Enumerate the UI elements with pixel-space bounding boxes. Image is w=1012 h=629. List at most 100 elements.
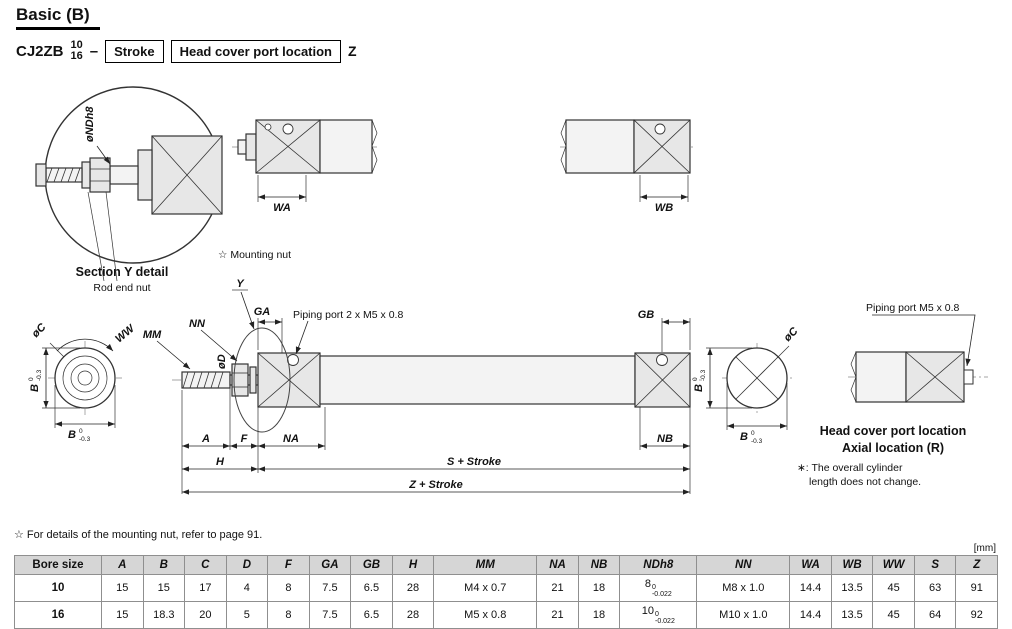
dimension-cell: 28 [391,574,435,602]
dimension-cell: 8 [267,601,310,629]
section-y-title: Section Y detail [76,265,169,279]
dimension-cell: 45 [872,574,915,602]
svg-text:-0.3: -0.3 [79,436,91,443]
ww-label: WW [113,322,138,346]
dimension-cell: 18 [577,574,621,602]
dimension-cell: 6.5 [350,574,393,602]
dimension-cell: 14.4 [789,601,832,629]
page-title: Basic (B) [16,5,100,30]
dimension-cell: 13.5 [830,601,874,629]
dimension-cell: 91 [955,574,998,602]
nb-label: NB [657,433,673,445]
col-header-c: C [184,555,227,575]
col-header-z: Z [955,555,998,575]
dimension-cell: 5 [225,601,269,629]
wa-detail-view: WA [232,119,380,214]
col-header-ga: GA [308,555,352,575]
col-header-gb: GB [350,555,393,575]
mounting-nut-footnote: ☆ For details of the mounting nut, refer… [14,529,263,541]
oc-label: øC [30,321,50,341]
gb-label: GB [638,309,655,321]
col-header-b: B [142,555,186,575]
port-circle [282,123,294,135]
od-label: øD [216,354,228,369]
wa-label: WA [273,202,291,214]
col-header-d: D [225,555,269,575]
na-label: NA [283,433,299,445]
model-number-line: CJ2ZB 10 16 – Stroke Head cover port loc… [16,36,1012,66]
model-series: CJ2ZB [16,42,64,60]
col-header-ww: WW [872,555,915,575]
mm-label: MM [143,329,162,341]
col-header-f: F [267,555,310,575]
dimension-cell: 14.4 [789,574,832,602]
dimension-cell: 63 [913,574,957,602]
col-header-nb: NB [577,555,621,575]
dimension-cell: 64 [913,601,957,629]
dimension-cell: 20 [184,601,227,629]
dimension-cell: 28 [391,601,435,629]
svg-text:B: B [740,431,748,443]
col-header-mm: MM [433,555,538,575]
bore-size-cell: 16 [14,601,102,629]
svg-text:0: 0 [692,377,699,381]
dimension-cell: 21 [536,601,579,629]
dimension-cell: 6.5 [350,601,393,629]
svg-text:B: B [693,384,705,392]
dimension-cell: 21 [536,574,579,602]
head-port-circle [656,354,668,366]
col-header-wa: WA [789,555,832,575]
rod-end-nut-label: Rod end nut [93,282,150,294]
y-section-label: Y [236,278,245,290]
dimension-cell: 17 [184,574,227,602]
dimension-cell: 7.5 [308,601,352,629]
mounting-nut-label: ☆ Mounting nut [218,249,291,261]
dimension-cell: 13.5 [830,574,874,602]
col-header-nn: NN [696,555,791,575]
axial-port-view: Piping port M5 x 0.8 [848,302,988,403]
dimension-cell: 92 [955,601,998,629]
piston-rod-section [109,165,139,185]
wb-label: WB [655,202,673,214]
head-cover-note-line2: length does not change. [809,476,921,488]
col-header-na: NA [536,555,579,575]
col-header-wb: WB [830,555,874,575]
nn-label: NN [189,318,206,330]
svg-text:-0.3: -0.3 [700,369,707,381]
piping-port-double-label: Piping port 2 x M5 x 0.8 [293,309,403,321]
model-separator: – [89,42,99,60]
h-label: H [216,456,225,468]
svg-text:B: B [29,384,41,392]
cylinder-tube [319,119,373,174]
cylinder-tube [565,119,635,174]
dimension-cell: 7.5 [308,574,352,602]
dimension-cell: M5 x 0.8 [433,601,538,629]
b-dim-vertical: B 0 -0.3 [28,369,43,392]
rod-nut-section [89,157,111,193]
dimension-cell: 4 [225,574,269,602]
mounting-nut [231,363,249,397]
stroke-box: Stroke [105,39,164,63]
mounting-nut-callout: ☆ Mounting nut Y [218,249,291,330]
cylinder-tube [855,351,907,403]
col-header-ndh8: NDh8 [619,555,698,575]
dimension-cell: 45 [872,601,915,629]
dimension-cell: 18 [577,601,621,629]
head-cover-note: Head cover port location Axial location … [797,424,966,488]
ga-label: GA [254,306,271,318]
svg-text:0: 0 [79,428,83,435]
section-y-caption: Section Y detail Rod end nut [76,191,169,294]
dimension-cell: 8 [267,574,310,602]
f-label: F [241,433,248,445]
head-cover-note-line1: ∗: The overall cylinder [797,462,903,474]
dimension-cell: 15 [142,574,186,602]
svg-text:0: 0 [751,430,755,437]
piping-port-axial-label: Piping port M5 x 0.8 [866,302,960,314]
